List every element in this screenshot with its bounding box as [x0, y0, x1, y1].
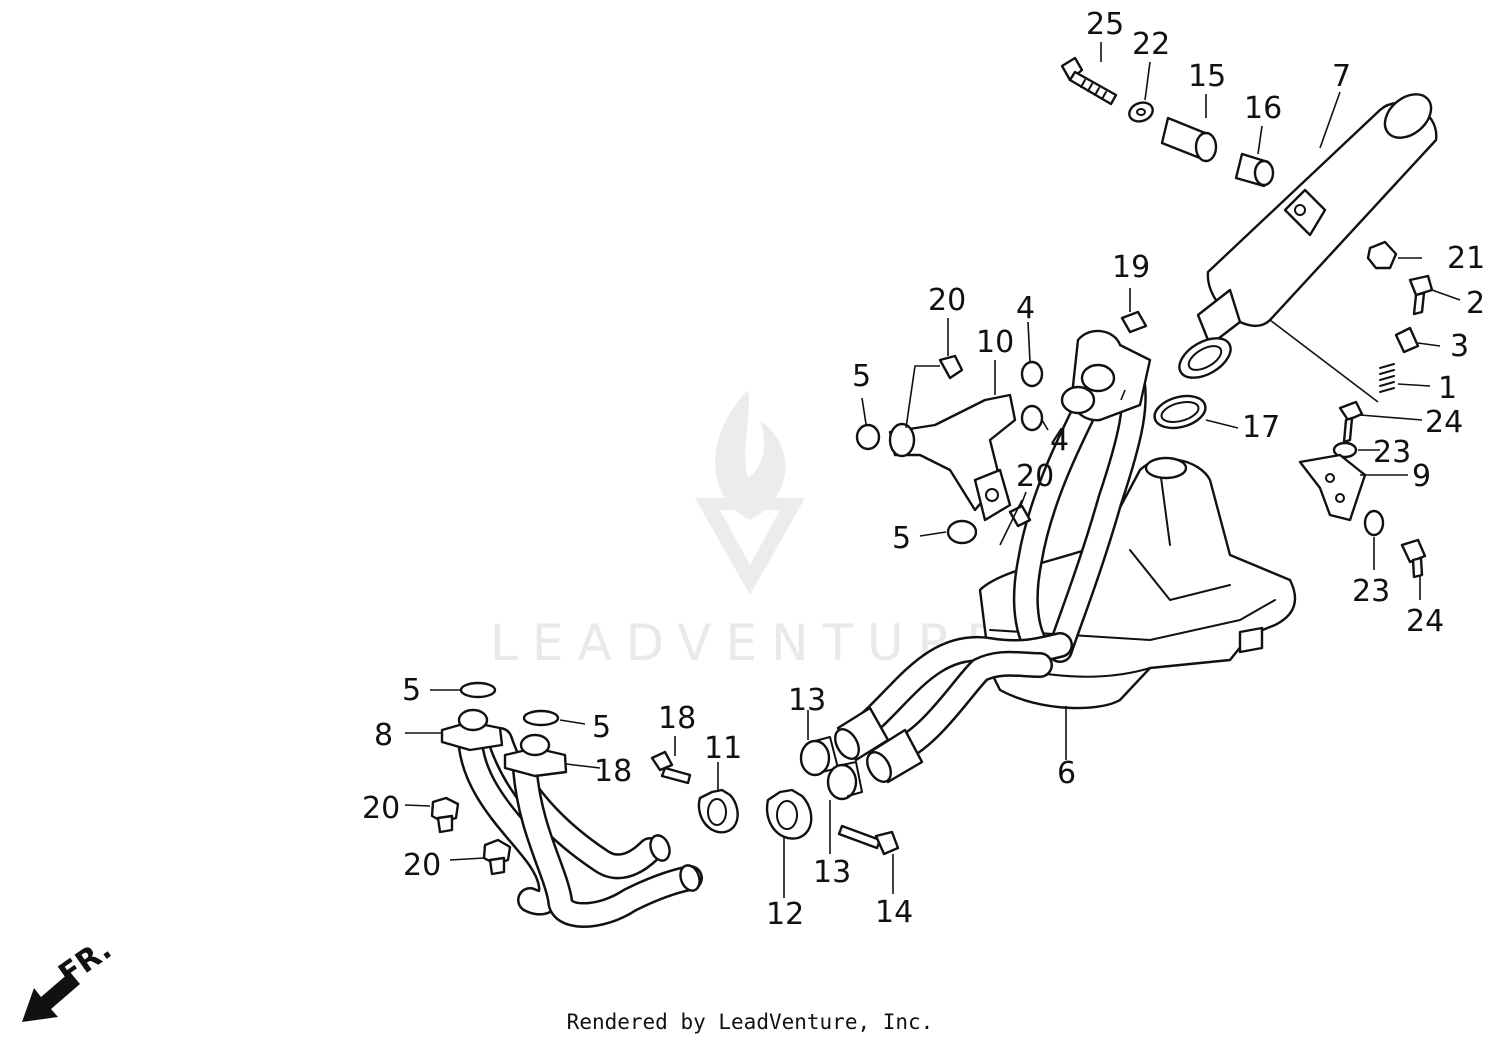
callout-23a: 23	[1373, 435, 1411, 470]
callout-7: 7	[1332, 59, 1351, 94]
watermark-flame-icon	[715, 390, 786, 520]
callout-10: 10	[976, 325, 1014, 360]
callout-15: 15	[1188, 59, 1226, 94]
front-direction-indicator: FR.	[22, 932, 118, 1022]
callout-9: 9	[1412, 459, 1431, 494]
muffler-mount-hardware	[1060, 56, 1275, 188]
callout-labels: 25 22 15 16 7 21 2 3 1 24 23 9 23 24 17 …	[362, 7, 1485, 932]
muffler	[1178, 93, 1438, 379]
callout-3: 3	[1450, 329, 1469, 364]
render-credit: Rendered by LeadVenture, Inc.	[566, 1010, 934, 1034]
callout-23b: 23	[1352, 574, 1390, 609]
callout-18a: 18	[658, 701, 696, 736]
callout-13a: 13	[788, 683, 826, 718]
clamps	[650, 736, 900, 856]
callout-6: 6	[1057, 756, 1076, 791]
callout-1: 1	[1438, 371, 1457, 406]
bracket-hardware	[1298, 240, 1434, 579]
callout-18b: 14	[875, 895, 913, 930]
callout-8: 8	[374, 718, 393, 753]
callout-5d: 5	[592, 710, 611, 745]
washer	[459, 681, 497, 699]
arrow-left-icon	[22, 972, 80, 1022]
callout-20d: 20	[403, 848, 441, 883]
callout-16: 16	[1244, 91, 1282, 126]
callout-20c: 20	[362, 791, 400, 826]
callout-5a: 5	[852, 359, 871, 394]
callout-24b: 24	[1406, 604, 1444, 639]
callout-21: 21	[1447, 241, 1485, 276]
front-pipe-connection	[834, 632, 1073, 784]
callout-2: 2	[1466, 286, 1485, 321]
callout-5c: 5	[402, 673, 421, 708]
rear-exhaust-pipe	[1012, 329, 1152, 663]
callout-12: 12	[766, 897, 804, 932]
callout-22: 22	[1132, 27, 1170, 62]
leader-lines	[404, 42, 1461, 898]
front-exhaust-pipes	[440, 708, 703, 928]
callout-4a: 4	[1016, 291, 1035, 326]
callout-25: 25	[1086, 7, 1124, 42]
callout-11: 11	[704, 731, 742, 766]
callout-20a: 20	[928, 283, 966, 318]
callout-5b: 5	[892, 521, 911, 556]
watermark-v-icon	[695, 498, 805, 595]
callout-20b: 20	[1016, 459, 1054, 494]
callout-14: 18	[594, 754, 632, 789]
muffler-gasket	[1153, 394, 1207, 430]
callout-4b: 4	[1050, 423, 1069, 458]
callout-17: 17	[1242, 410, 1280, 445]
callout-19: 19	[1112, 250, 1150, 285]
callout-13b: 13	[813, 855, 851, 890]
callout-24a: 24	[1425, 405, 1463, 440]
joint-bracket	[855, 310, 1148, 545]
